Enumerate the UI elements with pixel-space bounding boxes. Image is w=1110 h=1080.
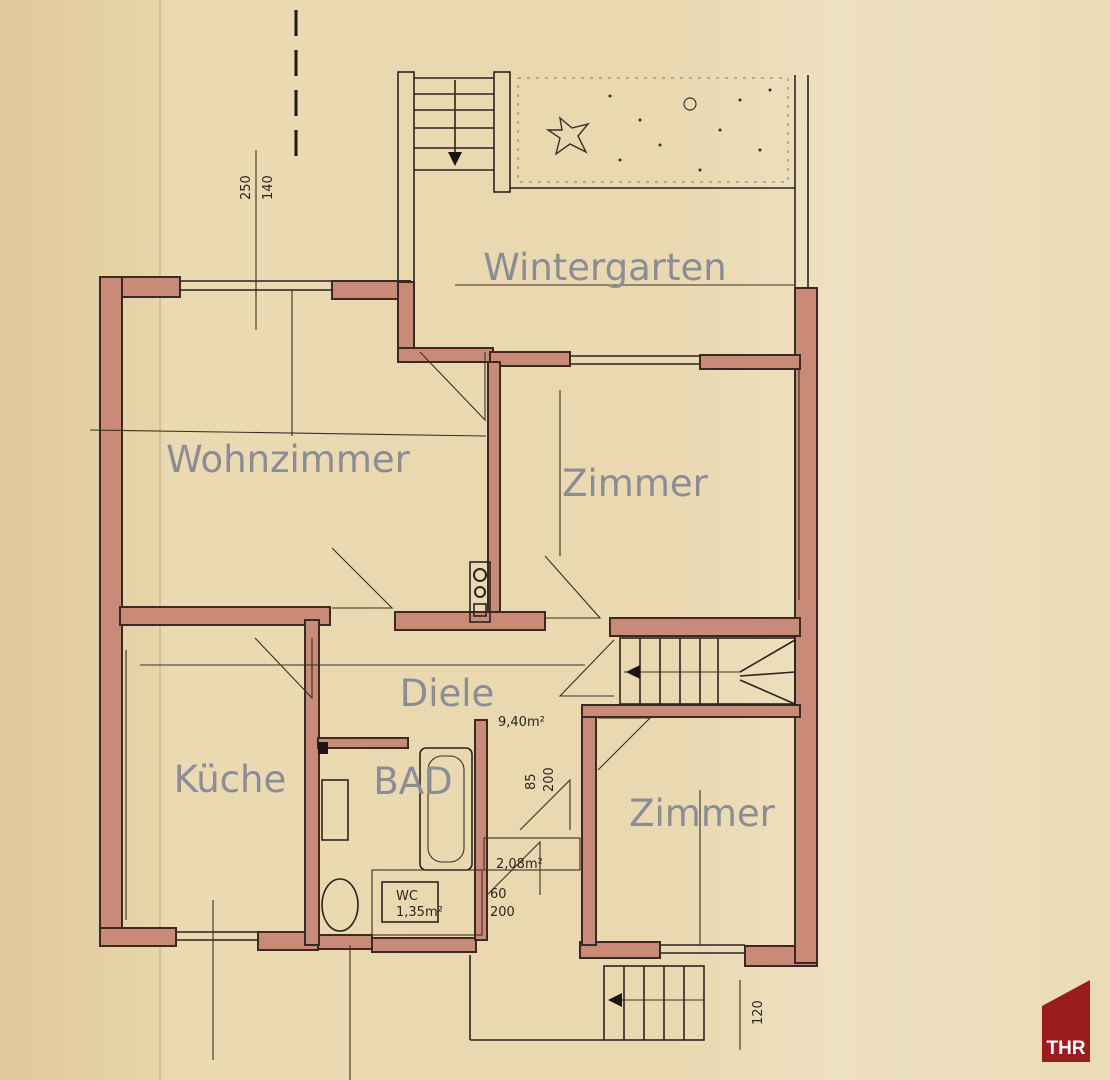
wintergarten-area: Wintergarten (397, 71, 809, 290)
plant-icon (545, 116, 590, 156)
planter-bed (517, 77, 789, 183)
wc-area: 2,08m² (496, 857, 543, 872)
interior-stairs (619, 637, 796, 705)
room-label-wintergarten: Wintergarten (483, 246, 726, 289)
dim-left-bottom: 140 (261, 175, 276, 200)
outdoor-stairs (414, 77, 494, 171)
room-label-zimmer-lower: Zimmer (629, 792, 775, 835)
stair-arrow-icon (608, 993, 622, 1007)
wc-door-width: 60 (490, 887, 507, 902)
reference-lines (89, 290, 701, 1080)
thr-logo (1042, 980, 1090, 1062)
wc-icon (381, 881, 439, 923)
stair-arrow-icon (448, 152, 462, 166)
wc-label: WC (396, 889, 418, 904)
stair-dim: 120 (751, 1000, 766, 1025)
bath-fixtures (318, 742, 581, 936)
dim-left-top: 250 (239, 175, 254, 200)
wc-size: 1,35m² (396, 905, 443, 920)
room-label-diele: Diele (400, 672, 495, 715)
toilet-icon (321, 878, 359, 932)
exterior-walls (99, 276, 818, 967)
room-label-zimmer-upper: Zimmer (562, 462, 708, 505)
chimney (469, 561, 491, 623)
wc-door-height: 200 (490, 905, 515, 920)
entry-stairs: 120 (469, 955, 766, 1050)
diele-area: 9,40m² (498, 715, 545, 730)
room-label-kueche: Küche (174, 758, 286, 801)
room-label-wohnzimmer: Wohnzimmer (166, 438, 411, 481)
room-label-bad: BAD (373, 760, 452, 803)
thr-logo-text: THR (1046, 1038, 1086, 1059)
stair-arrow-icon (626, 665, 640, 679)
door-bad-width: 85 (524, 773, 539, 790)
door-swings (254, 351, 652, 896)
door-bad-height: 200 (542, 767, 557, 792)
windows (125, 280, 800, 954)
